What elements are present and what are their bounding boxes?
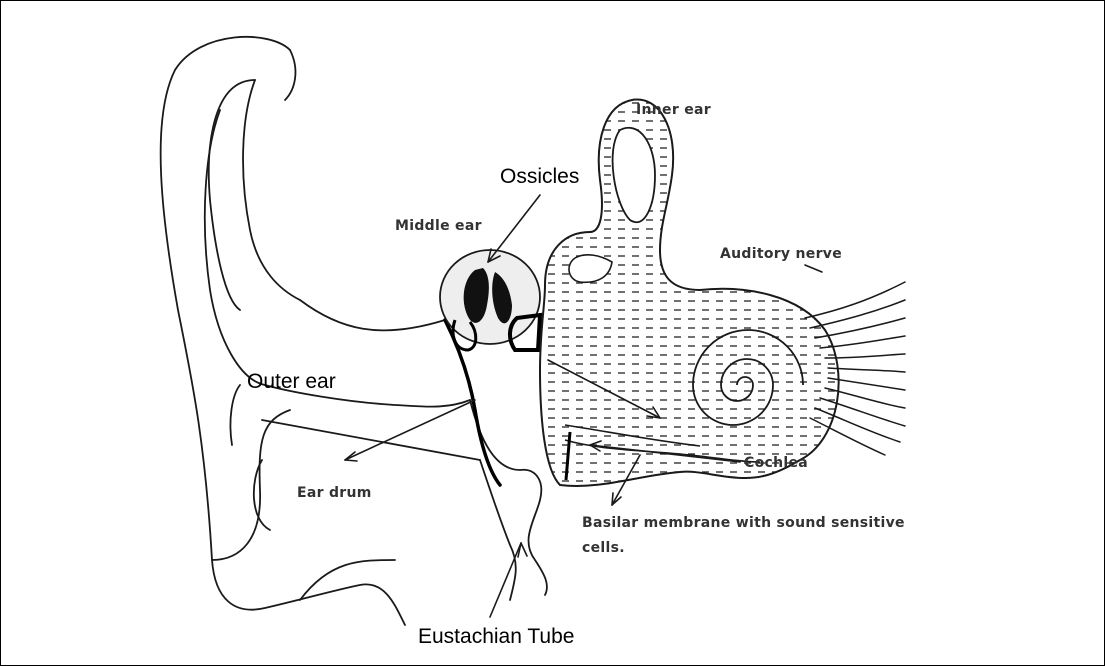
label-basilar-membrane: Basilar membrane with sound sensitive [582,515,905,531]
label-middle-ear: Middle ear [395,218,482,234]
label-ear-drum: Ear drum [297,485,372,501]
label-eustachian-tube: Eustachian Tube [418,625,574,649]
label-outer-ear: Outer ear [247,370,336,394]
label-inner-ear: Inner ear [636,102,711,118]
label-auditory-nerve: Auditory nerve [720,246,842,262]
label-basilar-cells: cells. [582,540,625,556]
label-ossicles: Ossicles [500,165,579,189]
outer-ear-shape [161,37,480,625]
inner-ear-shape [540,100,839,486]
label-cochlea: Cochlea [744,455,808,471]
middle-ear-shape [440,250,540,350]
eustachian-tube-shape [470,400,547,600]
